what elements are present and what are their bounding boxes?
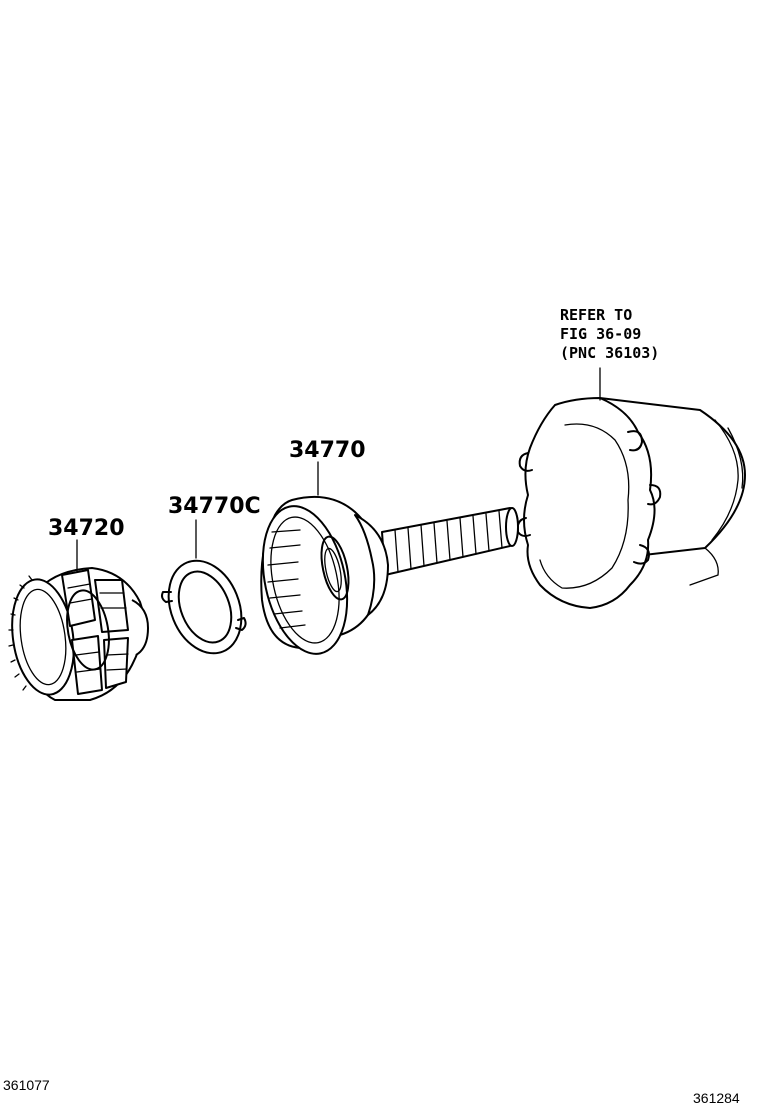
part-34770C-washer bbox=[161, 559, 247, 655]
reference-note-line3: (PNC 36103) bbox=[560, 344, 659, 362]
input-shaft bbox=[381, 507, 519, 576]
footer-left-code: 361077 bbox=[3, 1077, 50, 1093]
footer-right-code: 361284 bbox=[693, 1090, 740, 1106]
label-34770: 34770 bbox=[289, 438, 366, 463]
label-34720: 34720 bbox=[48, 516, 125, 541]
part-34770-drum bbox=[260, 495, 389, 655]
reference-note-line2: FIG 36-09 bbox=[560, 325, 641, 343]
transmission-housing bbox=[516, 397, 746, 609]
part-34720-planetary-gear bbox=[8, 567, 149, 701]
reference-note-line1: REFER TO bbox=[560, 306, 632, 324]
label-34770C: 34770C bbox=[168, 494, 261, 519]
